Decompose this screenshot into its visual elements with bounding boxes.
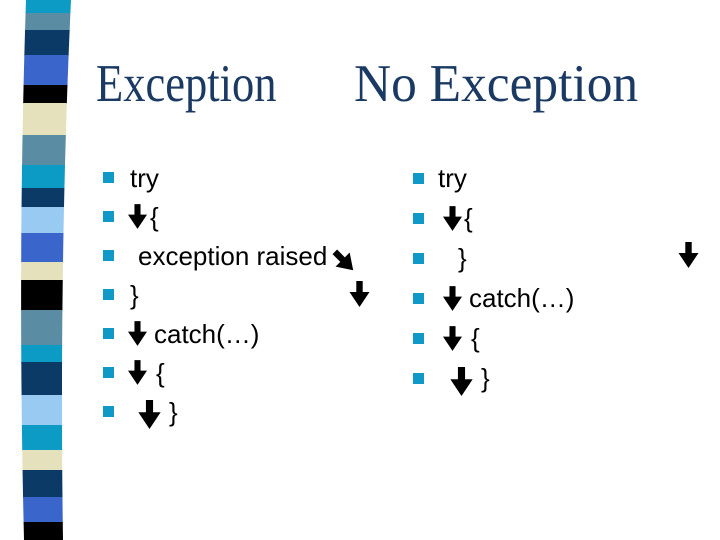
decorative-stripe-rects bbox=[21, 0, 72, 540]
bullet-square-icon bbox=[413, 172, 424, 184]
down-arrow-icon bbox=[349, 281, 370, 307]
code-line-catch: catch(…) bbox=[413, 278, 713, 318]
code-line-close-brace: } bbox=[413, 238, 713, 278]
bullet-square-icon bbox=[103, 250, 114, 261]
code-line-try: try bbox=[103, 158, 403, 197]
code-line-close-brace: } bbox=[103, 275, 403, 314]
code-line-open-brace-2: { bbox=[103, 353, 403, 392]
bullet-square-icon bbox=[413, 252, 424, 264]
bullet-square-icon bbox=[413, 332, 424, 344]
code-line-open-brace-2: { bbox=[413, 318, 713, 358]
bullet-square-icon bbox=[103, 406, 114, 417]
bullet-square-icon bbox=[103, 172, 114, 183]
code-text: { bbox=[150, 201, 159, 232]
down-arrow-icon bbox=[138, 400, 161, 429]
decorative-stripe bbox=[21, 0, 72, 540]
bullet-square-icon bbox=[103, 367, 114, 378]
down-arrow-icon bbox=[443, 205, 462, 231]
code-text: try bbox=[130, 162, 159, 193]
bullet-square-icon bbox=[103, 289, 114, 300]
code-line-close-brace-2: } bbox=[103, 392, 403, 431]
page-title-no-exception: No Exception bbox=[354, 55, 639, 113]
bullet-square-icon bbox=[413, 212, 424, 224]
down-arrow-icon bbox=[450, 366, 473, 396]
bullet-square-icon bbox=[103, 328, 114, 339]
down-arrow-icon bbox=[128, 321, 147, 346]
down-arrow-icon bbox=[678, 242, 699, 268]
code-text: { bbox=[156, 357, 165, 388]
bullet-square-icon bbox=[103, 211, 114, 222]
down-arrow-icon bbox=[128, 360, 147, 385]
code-text: { bbox=[464, 203, 473, 233]
code-text: } bbox=[169, 396, 178, 427]
down-arrow-icon bbox=[128, 204, 147, 229]
bullet-square-icon bbox=[413, 372, 424, 384]
code-line-exception-raised: exception raised bbox=[103, 236, 403, 277]
code-text: exception raised bbox=[138, 240, 328, 271]
down-arrow-icon bbox=[443, 285, 462, 311]
down-arrow-icon bbox=[443, 325, 462, 351]
down-right-arrow-icon bbox=[328, 244, 361, 277]
code-line-catch: catch(…) bbox=[103, 314, 403, 353]
code-text: catch(…) bbox=[154, 318, 260, 349]
bullet-square-icon bbox=[413, 292, 424, 304]
no-exception-column: try { } catch(…) { } bbox=[413, 158, 713, 398]
code-text: } bbox=[130, 279, 139, 310]
code-text: } bbox=[481, 363, 490, 393]
code-text: try bbox=[438, 163, 467, 193]
code-line-open-brace: { bbox=[103, 197, 403, 236]
code-text: catch(…) bbox=[469, 283, 575, 313]
code-text: } bbox=[458, 243, 467, 273]
code-line-try: try bbox=[413, 158, 713, 198]
exception-column: try { exception raised } catch(…) bbox=[103, 158, 403, 431]
code-line-close-brace-2: } bbox=[413, 358, 713, 398]
code-line-open-brace: { bbox=[413, 198, 713, 238]
code-text: { bbox=[471, 323, 480, 353]
page-title-exception: Exception bbox=[96, 55, 277, 113]
